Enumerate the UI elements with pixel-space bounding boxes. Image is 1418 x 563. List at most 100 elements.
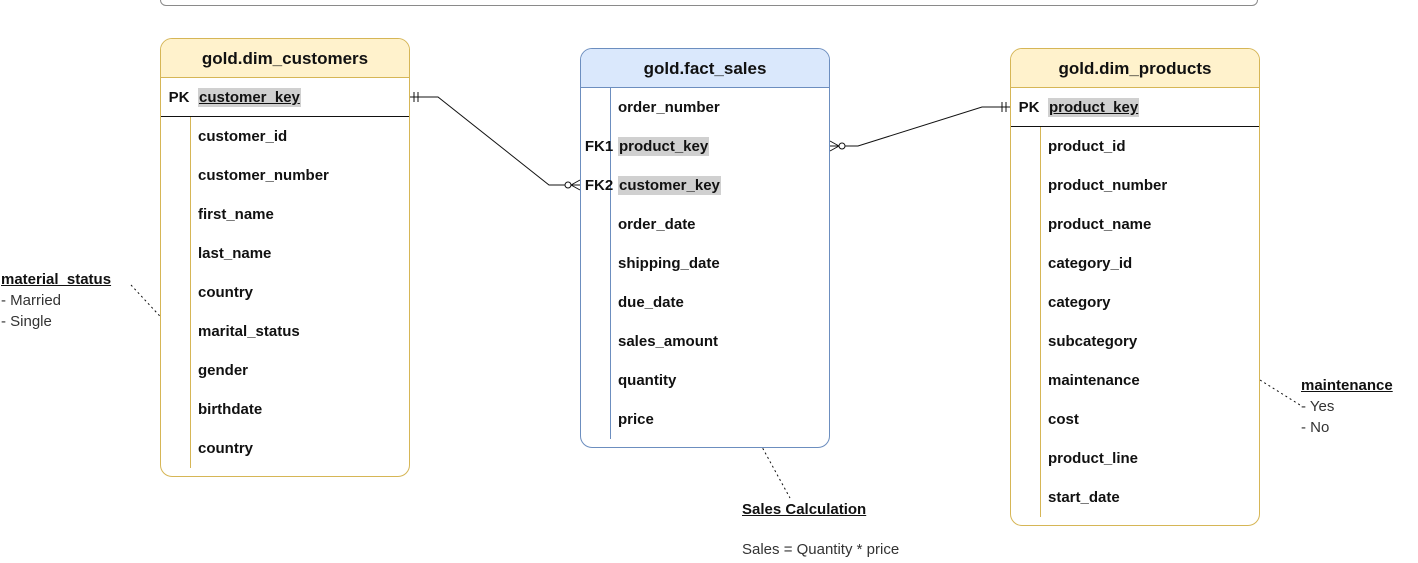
key-label: PK (168, 89, 190, 106)
field-country: country (198, 284, 254, 301)
field-row[interactable]: gender (161, 351, 409, 390)
key-divider (190, 117, 191, 468)
field-row[interactable]: product_name (1011, 205, 1259, 244)
pk-row[interactable]: PK customer_key (161, 78, 409, 117)
key-label (581, 361, 617, 400)
field-row[interactable]: product_line (1011, 439, 1259, 478)
field-row[interactable]: subcategory (1011, 322, 1259, 361)
entity-title: gold.dim_customers (161, 39, 409, 78)
field-row[interactable]: last_name (161, 234, 409, 273)
field-row[interactable]: quantity (581, 361, 829, 400)
crowfoot (570, 184, 581, 191)
field-row[interactable]: category (1011, 283, 1259, 322)
note-material-status[interactable]: material_status - Married - Single (1, 269, 111, 332)
field-row[interactable]: first_name (161, 195, 409, 234)
key-divider (610, 88, 611, 439)
field-product-key: product_key (618, 137, 710, 156)
field-row[interactable]: cost (1011, 400, 1259, 439)
field-row[interactable]: birthdate (161, 390, 409, 429)
field-sales-amount: sales_amount (618, 333, 719, 350)
key-label: FK2 (584, 177, 614, 194)
note-item: - Married (1, 292, 62, 309)
note-title: material_status (1, 271, 112, 288)
field-subcategory: subcategory (1048, 333, 1138, 350)
key-divider (1040, 127, 1041, 517)
field-due-date: due_date (618, 294, 684, 311)
field-order-number: order_number (618, 99, 720, 116)
key-label (581, 205, 617, 244)
relationship-customers-sales[interactable] (410, 92, 581, 191)
field-cost: cost (1048, 411, 1079, 428)
zero-mark (564, 181, 572, 189)
zero-mark (838, 142, 846, 150)
field-product-key: product_key (1048, 98, 1140, 117)
field-country-2: country (198, 440, 254, 457)
key-label (581, 400, 617, 439)
field-row[interactable]: category_id (1011, 244, 1259, 283)
field-row[interactable]: shipping_date (581, 244, 829, 283)
field-row[interactable]: sales_amount (581, 322, 829, 361)
field-row[interactable]: due_date (581, 283, 829, 322)
field-customer-id: customer_id (198, 128, 288, 145)
sales-formula: Sales = Quantity * price (742, 541, 900, 558)
crowfoot (829, 140, 840, 147)
note-item: - No (1301, 419, 1330, 436)
entity-dim-customers[interactable]: gold.dim_customers PK customer_key custo… (160, 38, 410, 477)
key-label: PK (1018, 99, 1040, 116)
crowfoot (829, 145, 840, 152)
field-product-number: product_number (1048, 177, 1168, 194)
note-link-maintenance (1259, 379, 1301, 406)
field-row[interactable]: country (161, 429, 409, 468)
key-label: FK1 (584, 138, 614, 155)
crowfoot (570, 179, 581, 186)
field-row[interactable]: order_date (581, 205, 829, 244)
field-row[interactable]: marital_status (161, 312, 409, 351)
field-row[interactable]: start_date (1011, 478, 1259, 517)
field-row[interactable]: order_number (581, 88, 829, 127)
field-customer-number: customer_number (198, 167, 329, 184)
field-row[interactable]: customer_id (161, 117, 409, 156)
field-product-id: product_id (1048, 138, 1126, 155)
note-sales-calculation[interactable]: Sales Calculation (742, 499, 866, 520)
entity-fact-sales[interactable]: gold.fact_sales order_number FK1 product… (580, 48, 830, 448)
field-first-name: first_name (198, 206, 274, 223)
field-row[interactable]: price (581, 400, 829, 439)
field-row[interactable]: customer_number (161, 156, 409, 195)
key-label (581, 244, 617, 283)
note-item: - Single (1, 313, 52, 330)
field-row[interactable]: country (161, 273, 409, 312)
field-row[interactable]: FK2 customer_key (581, 166, 829, 205)
field-last-name: last_name (198, 245, 272, 262)
key-label (581, 88, 617, 127)
field-order-date: order_date (618, 216, 696, 233)
field-quantity: quantity (618, 372, 677, 389)
field-start-date: start_date (1048, 489, 1120, 506)
field-category: category (1048, 294, 1111, 311)
field-shipping-date: shipping_date (618, 255, 720, 272)
field-gender: gender (198, 362, 249, 379)
field-row[interactable]: maintenance (1011, 361, 1259, 400)
pk-row[interactable]: PK product_key (1011, 88, 1259, 127)
note-title: Sales Calculation (742, 501, 867, 518)
relationship-products-sales[interactable] (829, 102, 1010, 152)
note-maintenance[interactable]: maintenance - Yes - No (1301, 375, 1393, 438)
field-category-id: category_id (1048, 255, 1133, 272)
note-item: - Yes (1301, 398, 1335, 415)
field-row[interactable]: product_number (1011, 166, 1259, 205)
entity-dim-products[interactable]: gold.dim_products PK product_key product… (1010, 48, 1260, 526)
field-birthdate: birthdate (198, 401, 263, 418)
field-customer-key: customer_key (198, 88, 301, 107)
field-product-name: product_name (1048, 216, 1152, 233)
field-maintenance: maintenance (1048, 372, 1140, 389)
entity-title: gold.dim_products (1011, 49, 1259, 88)
field-row[interactable]: product_id (1011, 127, 1259, 166)
field-customer-key: customer_key (618, 176, 721, 195)
field-marital-status: marital_status (198, 323, 300, 340)
key-label (581, 283, 617, 322)
key-label (581, 322, 617, 361)
entity-title: gold.fact_sales (581, 49, 829, 88)
note-title: maintenance (1301, 377, 1393, 394)
field-price: price (618, 411, 654, 428)
field-row[interactable]: FK1 product_key (581, 127, 829, 166)
field-product-line: product_line (1048, 450, 1139, 467)
